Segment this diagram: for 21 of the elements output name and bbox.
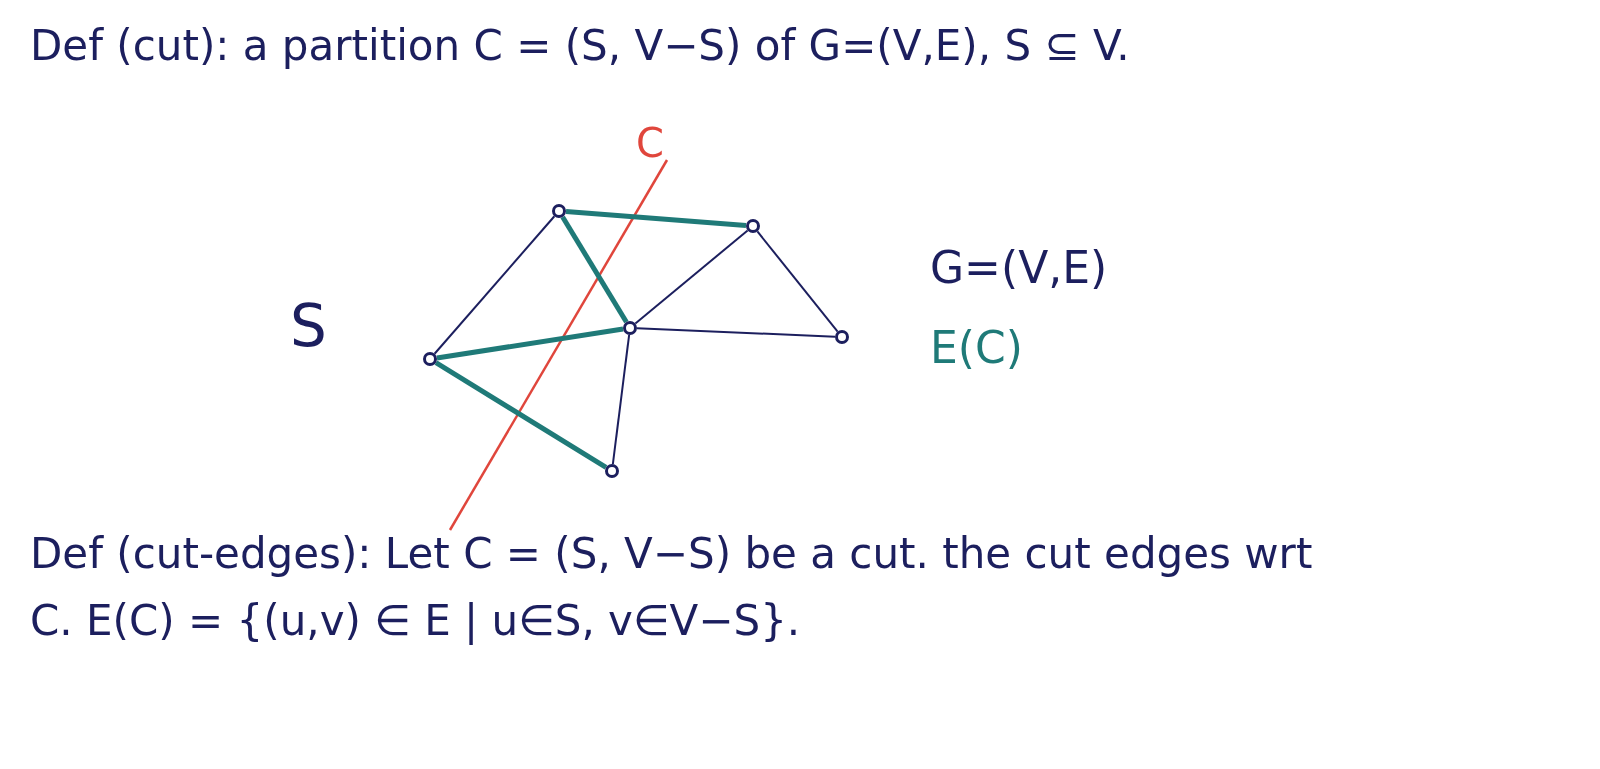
cut-edge [565,209,747,228]
graph-vertex [605,464,619,478]
graph-vertex [623,321,637,335]
graph-edge [634,229,749,325]
graph-label: G=(V,E) [930,241,1108,295]
cut-edge [436,326,624,361]
graph-edge [636,327,836,338]
graph-vertex [746,219,760,233]
graph-vertex [835,330,849,344]
definition-text: Def (cut): a partition C = (S, V−S) of G=(V,E), S ⊆ V. [30,20,1130,72]
graph-edge [433,215,556,355]
cut-edge [434,360,608,470]
cut-edges-label: E(C) [930,321,1023,375]
cut-edge [560,215,629,324]
definition-text: Def (cut-edges): Let C = (S, V−S) be a cut. the cut edges wrt C. E(C) = {(u,v) ∈ E | u∈S, v∈V−S}. [30,528,1314,648]
cut-label: C [636,119,664,168]
graph-edge [611,333,631,466]
graph-vertex [552,204,566,218]
set-label: S [290,291,327,362]
graph-edge [756,230,839,333]
graph-vertex [423,352,437,366]
